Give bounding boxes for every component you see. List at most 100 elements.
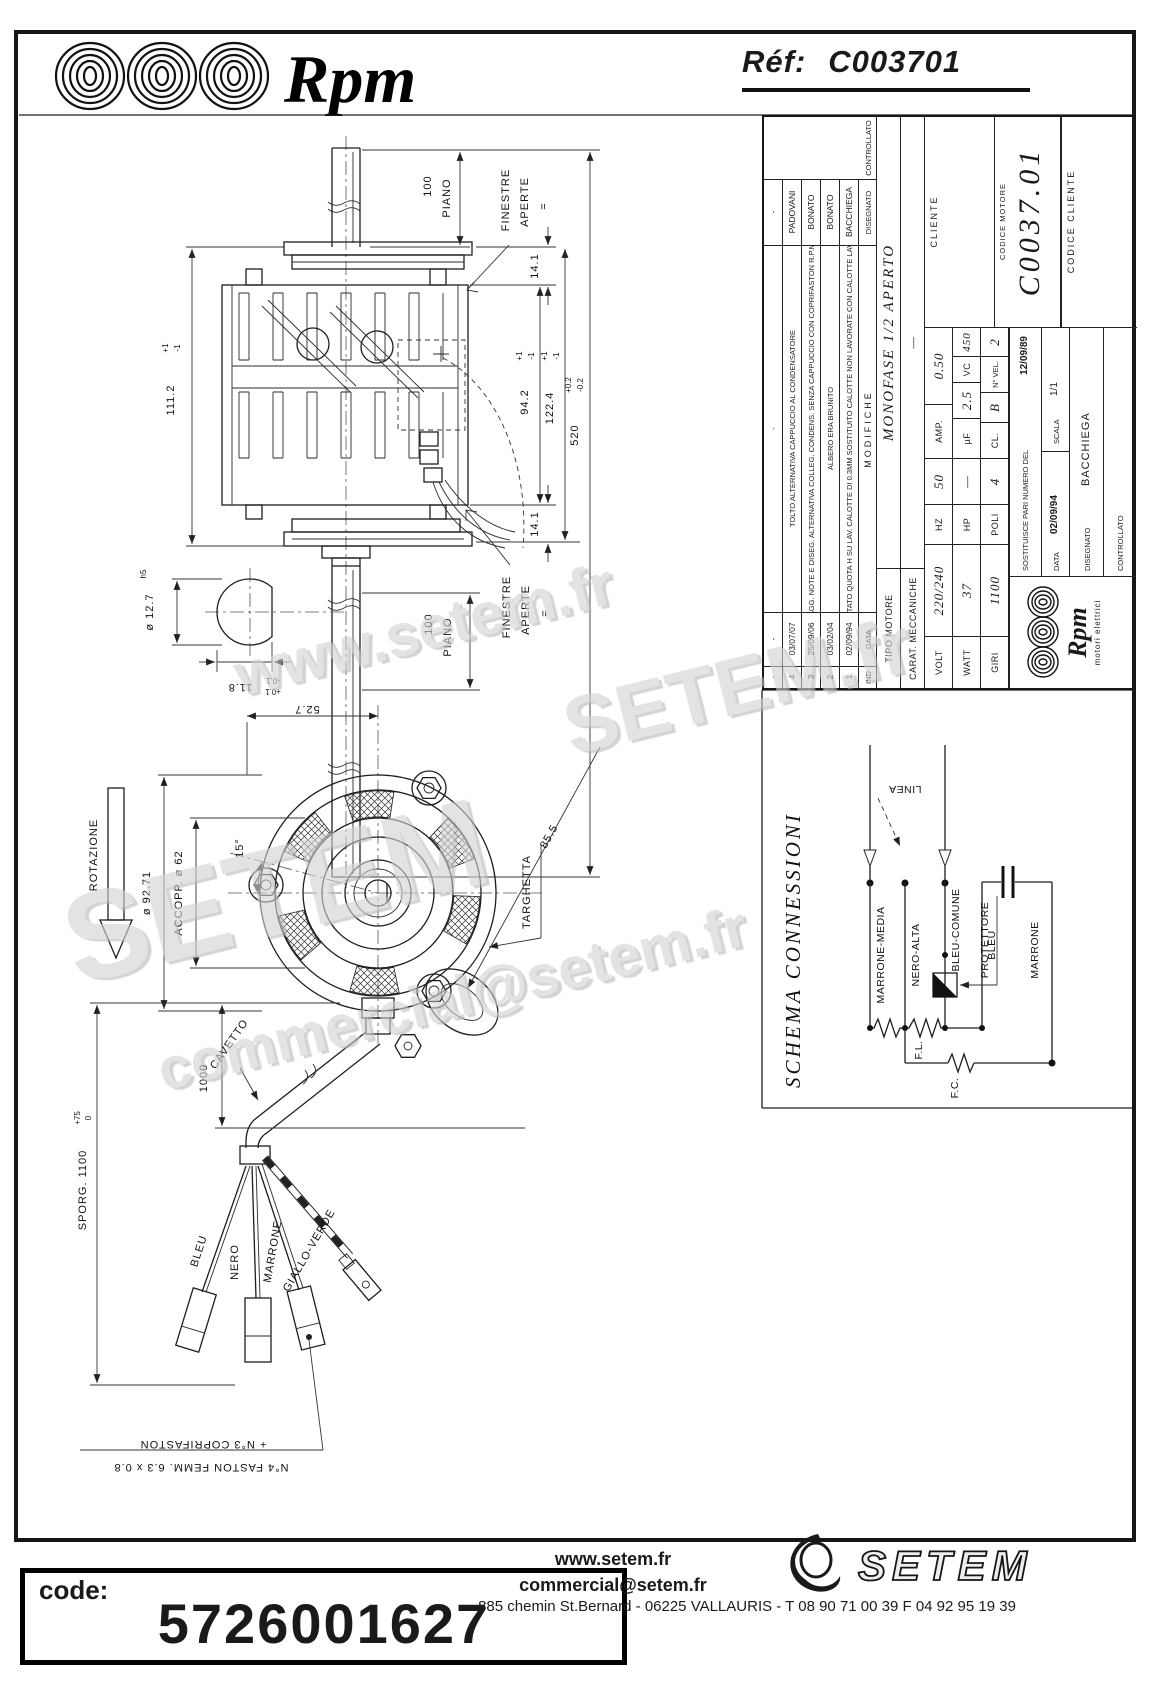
cable-clamp [394, 968, 499, 1058]
dim-520-tp: +0.2 [564, 377, 573, 393]
rev-name: BACCHIEGA [840, 179, 859, 245]
label-rotazione: ROTAZIONE [88, 819, 100, 891]
rev-desc: AGG. NOTE E DISEG. ALTERNATIVA COLLEG. C… [802, 245, 821, 612]
ref-label: Réf: [742, 44, 807, 79]
label-finestre-top: FINESTRE [500, 169, 512, 231]
note-faston: N°4 FASTON FEMM. 6.3 x 0.8 [113, 1461, 288, 1473]
dim-942-tp: +1 [515, 351, 524, 361]
sostituisce-label: SOSTITUISCE PARI NUMERO DEL [1021, 449, 1030, 571]
scala-value: 1/1 [1049, 382, 1060, 396]
amp-value: 0.50 [931, 352, 946, 380]
sheet-border [14, 30, 1136, 1542]
dim-1000: 1000 [198, 1064, 210, 1092]
codice-motore-label: CODICE MOTORE [998, 182, 1007, 261]
dim-sporg: SPORG. 1100 [77, 1150, 89, 1231]
title-block: - - - - 4 03/07/07 TOLTO ALTERNATIVA CAP… [762, 115, 1137, 690]
codice-motore-value: C0037.01 [1013, 146, 1046, 297]
dim-118-tm: -0.1 [266, 676, 280, 685]
schema-fc: F.C. [949, 1078, 961, 1099]
dim-shaft-fit: h5 [139, 569, 148, 578]
dim-520-tm: -0.2 [576, 378, 585, 392]
tipo-motore-value: MONOFASE 1/2 APERTO [880, 243, 897, 442]
vc-label: VC [953, 356, 981, 382]
label-targhetta: TARGHETTA [521, 855, 533, 929]
code-box: code: 5726001627 [20, 1568, 627, 1665]
rev-name: - [764, 179, 783, 245]
wire-label-bleu: BLEU [188, 1234, 210, 1269]
label-aperte-top: APERTE [519, 177, 531, 227]
rev-date: - [764, 612, 783, 666]
shaft-section-detail: ø 12.7 h5 11.8 +0.1 -0.1 [139, 568, 345, 696]
schema-title: SCHEMA CONNESSIONI [781, 812, 805, 1088]
setem-logo-text: SETEM [858, 1542, 1033, 1589]
cliente-label: CLIENTE [929, 195, 939, 248]
giri-label: GIRI [981, 636, 1009, 688]
dim-520: 520 [569, 424, 581, 445]
dim-1112-tp: +1 [161, 343, 170, 353]
ref-value: C003701 [828, 44, 962, 79]
schema-bleu: BLEU [986, 930, 998, 959]
volt-value: 220/240 [925, 544, 953, 636]
label-eq-bot: = [539, 609, 551, 616]
setem-logo: SETEM [778, 1532, 1048, 1601]
reference: Réf: C003701 [742, 44, 1030, 92]
code-label: code: [39, 1575, 109, 1605]
label-eq-top: = [538, 202, 550, 209]
footer-website: www.setem.fr [554, 1549, 672, 1569]
rev-ind: 3 [802, 666, 821, 688]
controllato-label: CONTROLLATO [1116, 515, 1125, 571]
schema-bleu-comune: BLEU-COMUNE [950, 888, 962, 971]
dim-9271: ø 92.71 [141, 871, 153, 915]
footer-address: 885 chemin St.Bernard - 06225 VALLAURIS … [478, 1598, 1016, 1615]
winding-windows [278, 790, 481, 996]
rev-date: 02/09/94 [840, 612, 859, 666]
rev-h-data: DATA [859, 612, 877, 666]
dim-100-top: 100 [422, 175, 434, 196]
revision-table: - - - - 4 03/07/07 TOLTO ALTERNATIVA CAP… [764, 117, 877, 688]
label-finestre-bot: FINESTRE [501, 576, 513, 638]
code-value: 5726001627 [157, 1592, 490, 1655]
sostituisce-value: 12/09/89 [1019, 336, 1030, 375]
rev-name: BONATO [821, 179, 840, 245]
dim-1224-tm: -1 [552, 352, 561, 360]
faston-nero [244, 1297, 272, 1363]
carat-label: CARAT. MECCANICHE [901, 568, 925, 688]
codice-cliente-label: CODICE CLIENTE [1066, 169, 1076, 274]
rpm-coils-icon [54, 41, 270, 111]
dim-118-tp: +0.1 [265, 687, 281, 696]
dim-sporg-tp: +75 [73, 1111, 82, 1125]
dim-accopp: ACCOPP. ø 62 [173, 850, 185, 935]
dim-shaft-dia: ø 12.7 [144, 593, 156, 630]
schema-linea: LINEA [889, 783, 922, 795]
footer-contacts: www.setem.fr commercial@setem.fr [468, 1546, 758, 1598]
rev-desc: AUMENTATO QUOTA H SU LAV. CALOTTE DI 0.3… [840, 245, 859, 612]
hz-label: HZ [925, 504, 953, 544]
tb-rpm-coils-icon [1027, 586, 1059, 679]
poli-label: POLI [981, 504, 1009, 544]
data-value: 02/09/94 [1049, 495, 1060, 534]
rev-ind: 1 [840, 666, 859, 688]
cl-value: B [981, 392, 1009, 422]
mounting-bolts [248, 770, 452, 1009]
label-aperte-bot: APERTE [520, 585, 532, 635]
front-view [228, 705, 545, 1165]
faston-giallo-verde [338, 1253, 382, 1302]
wire-label-marrone: MARRONE [262, 1219, 285, 1283]
tb-bottom: Rpm motori elettrici SOSTITUISCE PARI NU… [1009, 328, 1136, 688]
disegnato-label: DISEGNATO [1083, 527, 1092, 571]
rev-h-ind: IND [859, 666, 877, 688]
poli-value: 4 [981, 458, 1009, 504]
amp-label: AMP. [925, 404, 953, 458]
label-cavetto: CAVETTO [208, 1017, 251, 1071]
dim-piano-bot: PIANO [442, 617, 454, 656]
rpm-logo: Rpm [38, 36, 508, 121]
front-view-dimensions: 52.7 ø 92.71 ACCOPP. ø 62 15° ROTAZIONE … [73, 703, 601, 1386]
volt-label: VOLT [925, 636, 953, 688]
watt-label: WATT [953, 636, 981, 688]
dim-942-tm: -1 [527, 352, 536, 360]
rev-ind: - [764, 666, 783, 688]
dim-15deg: 15° [234, 838, 246, 858]
schema-fl: F.L. [913, 1041, 925, 1060]
rev-h-con: CONTROLLATO [863, 120, 873, 176]
